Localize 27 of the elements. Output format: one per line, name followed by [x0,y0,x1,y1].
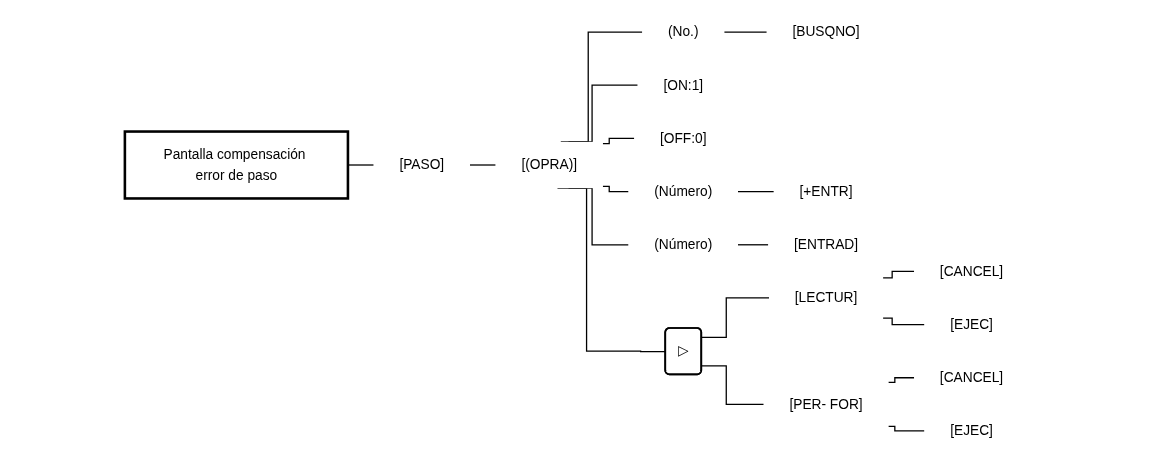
node-text: [CANCEL] [939,263,1004,279]
node-text: [PER- FOR] [789,396,863,412]
node-text: [EJEC] [950,316,993,332]
connector [602,185,630,193]
node-text: (Número) [654,183,713,199]
node-text: [ENTRAD] [794,237,859,252]
node-box: Pantalla compensación error de paso [123,130,350,200]
connector [701,297,770,339]
node-text: [ON:1] [663,77,704,93]
connector [887,377,915,383]
node-text: [+ENTR] [799,183,853,199]
connector [723,31,768,33]
node-text: [CANCEL] [939,370,1004,385]
node-text: [BUSQNO] [792,24,860,39]
node-text: [PASO] [399,157,445,172]
node-text: (No.) [668,24,699,39]
connector [737,244,769,246]
connector [887,425,926,432]
node-text: [LECTUR] [794,290,858,305]
connector [602,137,635,145]
node-text: (Número) [654,237,713,252]
connector [882,270,915,279]
connector [882,317,926,326]
connector [701,365,765,405]
node-text: [OFF:0] [660,130,707,146]
node-text: [EJEC] [950,423,993,438]
connector [737,190,775,193]
